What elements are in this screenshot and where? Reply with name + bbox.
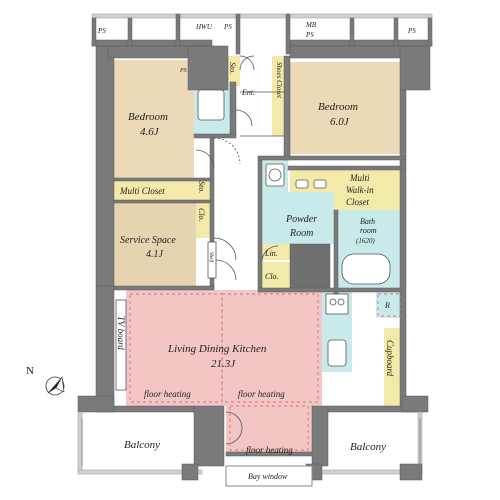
ps-small-label: PS — [179, 68, 187, 74]
balcony-rails — [81, 418, 421, 487]
service-space-name: Service Space — [120, 235, 176, 246]
bedroom-left-name: Bedroom — [128, 111, 168, 123]
walkin-line-1: Multi — [349, 173, 370, 183]
balcony-right-label: Balcony — [350, 441, 386, 453]
cupboard-label: Cupboard — [385, 340, 395, 377]
labels: PS HWU PS MB PS PS PS Sto. Ent. Shoes Cl… — [97, 21, 416, 481]
bath-room-line-1: Bath — [360, 217, 375, 226]
powder-room-fill — [262, 192, 334, 244]
powder-room-line-1: Powder — [285, 214, 317, 225]
bedroom-left-size: 4.6J — [140, 126, 160, 138]
shoes-closet-label: Shoes Closet — [275, 62, 283, 99]
clo-left-label: Clo. — [197, 208, 206, 222]
multi-closet-label: Multi Closet — [119, 186, 165, 196]
fridge-fill — [376, 292, 402, 318]
north-arrow-tail — [55, 376, 65, 393]
ldk-name: Living Dining Kitchen — [167, 343, 267, 355]
clo-left-fill — [196, 202, 210, 238]
ps-top-right-label: PS — [407, 27, 416, 35]
north-arrow-head — [47, 377, 62, 394]
cupboard-fill — [384, 328, 404, 406]
floor-heating-label-3: floor heating — [246, 445, 293, 455]
bedroom-right-fill — [290, 62, 400, 154]
hwu-label: HWU — [195, 23, 213, 31]
sto-mid-label: Sto. — [197, 181, 206, 193]
bedroom-right-name: Bedroom — [318, 101, 358, 113]
ldk-lower-fill — [226, 406, 312, 452]
bath-room-line-2: room — [360, 226, 377, 235]
multi-closet-fill — [114, 178, 196, 200]
sto-mid-fill — [196, 178, 210, 200]
clo-mid-label: Clo. — [265, 272, 279, 281]
ent-label: Ent. — [241, 88, 255, 97]
ps-top-left-label: PS — [97, 27, 106, 35]
bedroom-right-size: 6.0J — [330, 116, 350, 128]
walls — [77, 13, 433, 481]
walkin-line-3: Closet — [346, 197, 370, 207]
north-arrow: N — [26, 365, 65, 396]
sto-top-fill — [226, 56, 240, 86]
service-space-size: 4.1J — [146, 249, 164, 260]
lin-fill — [262, 244, 290, 260]
bedroom-left-fill — [114, 60, 194, 178]
fixtures — [115, 55, 391, 445]
floor-heating-label-2: floor heating — [238, 389, 285, 399]
mb-ps-label: PS — [305, 31, 314, 39]
walkin-line-2: Walk-in — [346, 185, 374, 195]
service-space-fill — [114, 202, 196, 286]
clo-mid-fill — [262, 262, 290, 288]
floor-heating-label-1: floor heating — [144, 389, 191, 399]
north-circle — [45, 376, 65, 396]
tv-board-label: TV board — [116, 316, 126, 350]
sto-top-label: Sto. — [228, 62, 237, 74]
mb-label: MB — [305, 21, 317, 29]
shelf-label: Shelf — [208, 252, 213, 263]
ldk-fill — [126, 290, 322, 406]
balcony-left-label: Balcony — [124, 439, 160, 451]
powder-room-line-2: Room — [289, 228, 313, 239]
fridge-label: R — [384, 301, 390, 310]
ps-top-mid-label: PS — [223, 23, 232, 31]
bay-window-label: Bay window — [248, 472, 288, 481]
ldk-size: 21.3J — [211, 358, 236, 370]
lin-label: Lin. — [264, 249, 278, 258]
floor-heating-zones — [129, 293, 401, 451]
north-label: N — [26, 365, 34, 377]
bath-room-line-3: (1620) — [356, 237, 375, 245]
